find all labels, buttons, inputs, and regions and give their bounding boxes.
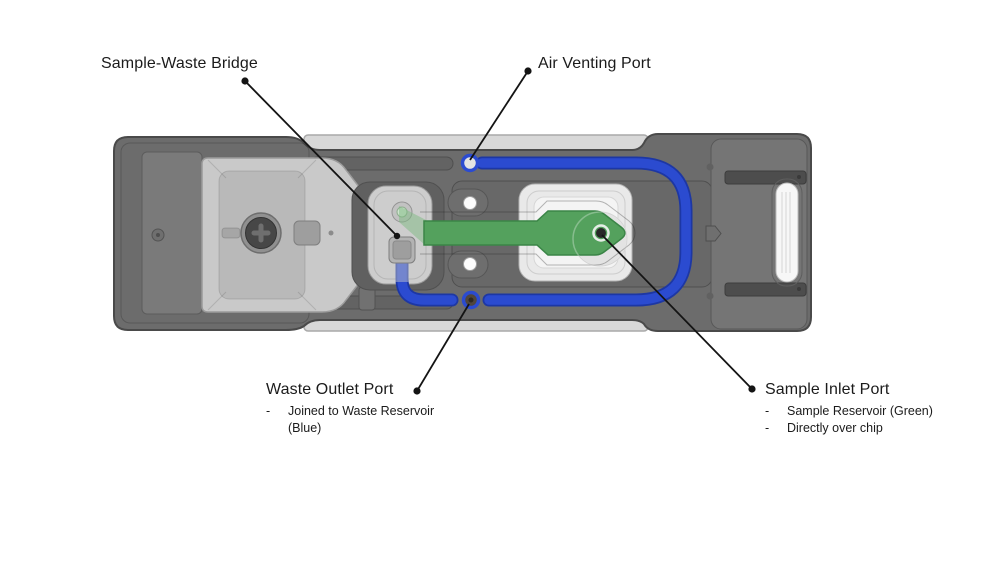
bullet-marker: -: [266, 404, 271, 418]
plunger-knob: [240, 212, 282, 254]
bridge-waste-main: [397, 249, 457, 305]
left-panel: [141, 151, 203, 315]
white-port-bottom: [463, 257, 477, 271]
waste-outlet-port: [461, 290, 481, 310]
leader-waste-outlet-port: [416, 303, 470, 392]
bullet-item: - Sample Reservoir (Green): [765, 403, 933, 420]
label-waste-outlet-port: Waste Outlet Port - Joined to Waste Rese…: [266, 381, 440, 437]
bullet-text: Directly over chip: [787, 421, 883, 435]
cap-clip: [705, 225, 722, 242]
grip-pill-frame: [771, 178, 803, 287]
bullet-item: - Joined to Waste Reservoir (Blue): [266, 403, 440, 437]
leader-sample-waste-bridge: [244, 80, 398, 237]
leader-sample-inlet-port: [601, 234, 753, 390]
leader-air-venting-port: [469, 70, 529, 161]
waste-outlet-center: [468, 297, 474, 303]
leader-lines: [241, 67, 756, 395]
label-bullets: - Joined to Waste Reservoir (Blue): [266, 403, 440, 437]
label-title: Waste Outlet Port: [266, 381, 394, 398]
bullet-marker: -: [765, 421, 770, 435]
label-sample-inlet-port: Sample Inlet Port - Sample Reservoir (Gr…: [765, 381, 933, 437]
chip-circle-overlay: [572, 211, 628, 267]
tray-side-pad: [293, 220, 321, 246]
white-port-top: [463, 196, 477, 210]
sample-channel: [399, 200, 636, 267]
label-title: Sample-Waste Bridge: [101, 55, 258, 72]
cap-bump-top: [706, 163, 714, 171]
label-title: Sample Inlet Port: [765, 381, 890, 398]
bullet-text: Joined to Waste Reservoir (Blue): [288, 404, 435, 435]
leader-dot-bridge-device: [393, 232, 401, 240]
screw-center: [156, 233, 160, 237]
leader-dot-vent-label: [524, 67, 532, 75]
sample-feed-translucent: [399, 206, 426, 246]
grip-bar-top: [724, 170, 807, 185]
sample-reservoir-green: [423, 210, 626, 256]
waste-channel-main: [477, 158, 691, 305]
leader-dot-inlet-label: [748, 385, 756, 393]
bar-pin-bottom: [797, 287, 801, 291]
leader-dot-bridge-label: [241, 77, 249, 85]
grip-pill: [775, 182, 799, 283]
grip-pill-ridges: [781, 192, 791, 273]
right-end-cap: [705, 138, 808, 330]
label-bullets: - Sample Reservoir (Green) - Directly ov…: [765, 403, 933, 437]
air-venting-port: [460, 153, 480, 173]
bar-pin-top: [797, 175, 801, 179]
waste-channel: [395, 156, 693, 307]
bullet-item: - Directly over chip: [765, 420, 933, 437]
tray-bevels: [207, 159, 317, 311]
label-sample-waste-bridge: Sample-Waste Bridge: [101, 55, 258, 73]
bullet-marker: -: [765, 404, 770, 418]
bridge-port-inner: [392, 240, 412, 260]
leader-dot-waste-label: [413, 387, 421, 395]
cap-bump-bottom: [706, 292, 714, 300]
plus-icon: [251, 223, 271, 243]
molded-tray: [201, 157, 373, 313]
pin-dot: [328, 230, 334, 236]
bullet-text: Sample Reservoir (Green): [787, 404, 933, 418]
label-title: Air Venting Port: [538, 55, 651, 72]
left-end-cap: [141, 151, 203, 315]
sample-inlet-ring: [592, 224, 610, 242]
tray-notch: [221, 227, 241, 239]
channel-recess-contour: [420, 200, 636, 266]
label-air-venting-port: Air Venting Port: [538, 55, 651, 73]
sample-waste-bridge-port: [388, 236, 416, 264]
